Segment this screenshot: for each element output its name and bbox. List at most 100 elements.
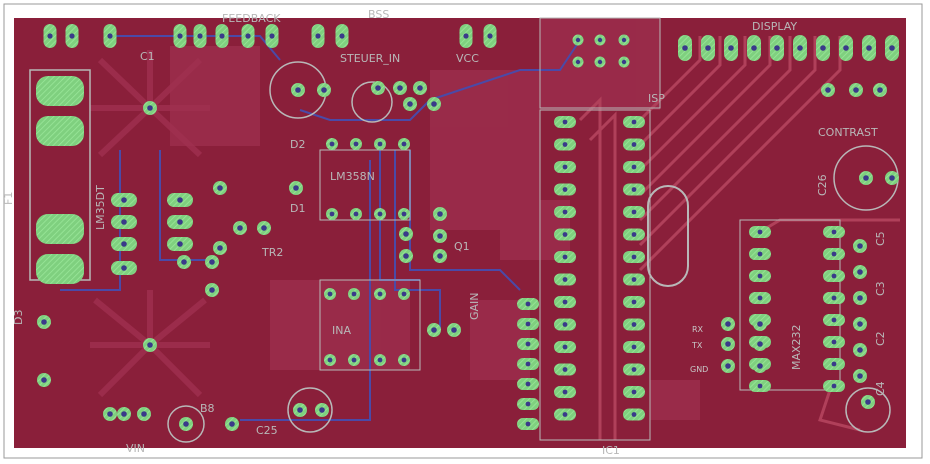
drill-hole [295, 87, 301, 93]
drill-hole [181, 259, 187, 265]
drill-hole [562, 344, 568, 350]
drill-hole [353, 141, 359, 147]
drill-hole [147, 342, 153, 348]
drill-hole [889, 175, 895, 181]
drill-hole [177, 197, 183, 203]
drill-hole [177, 33, 183, 39]
drill-hole [831, 361, 837, 367]
drill-hole [403, 253, 409, 259]
drill-hole [237, 225, 243, 231]
drill-hole [431, 327, 437, 333]
heatsink-top [90, 50, 210, 158]
heatsink-bottom [90, 290, 210, 398]
crystal [647, 185, 689, 287]
drill-hole [562, 277, 568, 282]
drill-hole [329, 141, 335, 147]
label-ina: INA [332, 324, 351, 337]
drill-hole [525, 421, 531, 427]
label-c2: C2 [874, 331, 887, 346]
drill-hole [631, 389, 637, 395]
drill-hole [69, 33, 75, 39]
drill-hole [725, 363, 731, 369]
drill-hole [597, 37, 603, 43]
drill-hole [147, 105, 153, 111]
drill-hole [562, 187, 568, 192]
drill-hole [725, 341, 731, 347]
drill-hole [757, 273, 763, 279]
fuse-holder [29, 69, 91, 284]
drill-hole [41, 377, 47, 383]
drill-hole [631, 209, 637, 215]
drill-hole [217, 185, 223, 191]
drill-hole [219, 33, 225, 39]
drill-hole [562, 164, 568, 170]
drill-hole [820, 45, 826, 51]
drill-hole [621, 37, 627, 43]
drill-hole [562, 412, 568, 417]
drill-hole [865, 399, 871, 405]
drill-hole [631, 367, 637, 372]
drill-hole [487, 33, 493, 39]
label-d1: D1 [290, 202, 305, 215]
drill-hole [245, 33, 251, 39]
drill-hole [621, 59, 627, 65]
drill-hole [863, 175, 869, 181]
label-tx: TX [691, 341, 703, 350]
drill-hole [757, 229, 763, 235]
drill-hole [757, 363, 763, 369]
drill-hole [451, 327, 457, 333]
label-display: DISPLAY [752, 20, 797, 33]
label-rx: RX [692, 325, 704, 334]
drill-hole [121, 411, 127, 417]
drill-hole [377, 141, 383, 147]
drill-hole [431, 101, 437, 107]
drill-hole [525, 361, 531, 367]
label-ic1: IC1 [602, 444, 620, 457]
drill-hole [751, 45, 757, 51]
drill-hole [525, 321, 531, 327]
drill-hole [575, 37, 581, 43]
label-isp: ISP [648, 92, 665, 105]
drill-hole [121, 219, 127, 225]
drill-hole [631, 277, 637, 282]
drill-hole [562, 209, 568, 215]
drill-hole [631, 119, 637, 125]
drill-hole [831, 251, 837, 257]
drill-hole [757, 321, 763, 327]
isp-outline [539, 17, 661, 109]
drill-hole [261, 225, 267, 231]
ic-outlines [319, 109, 841, 441]
drill-hole [401, 211, 407, 217]
pads-group [37, 24, 899, 431]
drill-hole [525, 341, 531, 347]
drill-hole [562, 322, 568, 327]
label-d2: D2 [290, 138, 305, 151]
drill-hole [377, 291, 383, 297]
drill-hole [857, 321, 863, 327]
label-f1: F1 [2, 192, 15, 205]
drill-hole [843, 45, 849, 51]
drill-hole [562, 119, 568, 125]
label-bss: BSS [368, 8, 389, 21]
drill-hole [315, 33, 321, 39]
drill-hole [562, 389, 568, 395]
drill-hole [321, 87, 327, 93]
drill-hole [107, 411, 113, 417]
drill-hole [705, 45, 711, 51]
label-steuer: STEUER_IN [340, 52, 400, 65]
drill-hole [562, 142, 568, 147]
label-d3: D3 [12, 310, 25, 325]
drill-hole [831, 317, 837, 323]
drill-hole [562, 232, 568, 237]
drill-hole [866, 45, 872, 51]
drill-hole [121, 197, 127, 203]
drill-hole [631, 344, 637, 350]
drill-hole [47, 33, 53, 39]
drill-hole [631, 322, 637, 327]
label-vin: VIN [126, 442, 145, 455]
drill-hole [857, 295, 863, 301]
drill-hole [217, 245, 223, 251]
drill-hole [682, 45, 688, 51]
drill-hole [327, 357, 333, 363]
drill-hole [857, 269, 863, 275]
